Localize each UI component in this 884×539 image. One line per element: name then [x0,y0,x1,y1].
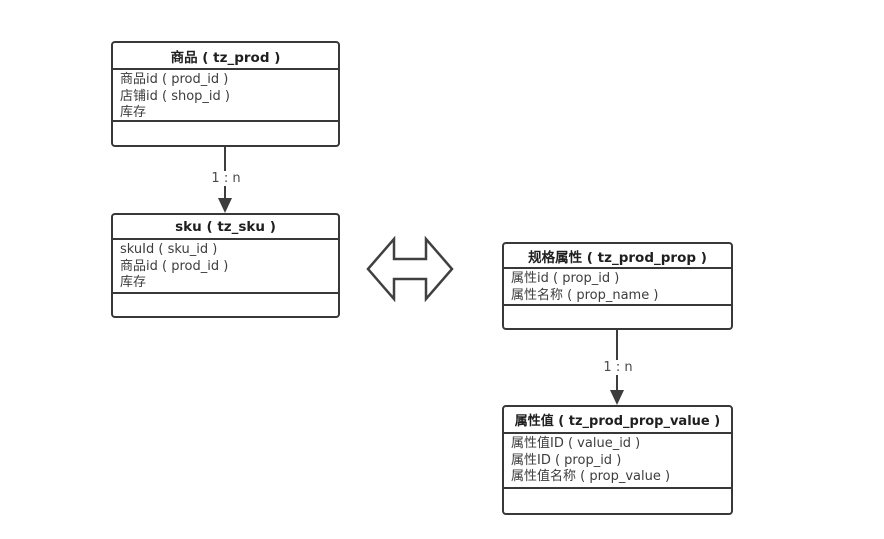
entity-fields: 属性id ( prop_id ) 属性名称 ( prop_name ) [504,267,731,306]
entity-title: 属性值 ( tz_prod_prop_value ) [514,414,721,429]
entity-field: 商品id ( prod_id ) [120,72,229,87]
entity-sku: sku ( tz_sku ) skuId ( sku_id ) 商品id ( p… [111,213,340,318]
entity-fields: skuId ( sku_id ) 商品id ( prod_id ) 库存 [113,238,338,294]
entity-empty-section [504,489,731,513]
arrow-down-icon [218,198,232,213]
entity-field: 属性id ( prop_id ) [511,271,620,286]
entity-field: 属性名称 ( prop_name ) [511,287,659,303]
entity-prod-prop: 规格属性 ( tz_prod_prop ) 属性id ( prop_id ) 属… [502,242,733,330]
entity-prod-prop-value: 属性值 ( tz_prod_prop_value ) 属性值ID ( value… [502,405,733,515]
entity-title: sku ( tz_sku ) [175,218,276,235]
entity-empty-section [113,122,338,145]
cardinality-label: 1 : n [208,171,244,186]
entity-empty-section [504,306,731,328]
entity-empty-section [113,294,338,316]
entity-field: 商品id ( prod_id ) [120,258,229,274]
entity-field: 属性值名称 ( prop_value ) [511,469,671,484]
entity-fields: 商品id ( prod_id ) 店铺id ( shop_id ) 库存 [113,68,338,122]
entity-field: 库存 [120,275,147,290]
entity-field: 属性值ID ( value_id ) [511,436,641,451]
entity-title: 商品 ( tz_prod ) [170,49,281,66]
arrow-down-icon [610,390,624,405]
entity-field: 库存 [120,105,147,120]
entity-prod: 商品 ( tz_prod ) 商品id ( prod_id ) 店铺id ( s… [111,41,340,147]
entity-field: skuId ( sku_id ) [120,242,218,257]
entity-field: 属性ID ( prop_id ) [511,452,622,468]
entity-field: 店铺id ( shop_id ) [120,88,230,104]
entity-fields: 属性值ID ( value_id ) 属性ID ( prop_id ) 属性值名… [504,432,731,489]
entity-title: 规格属性 ( tz_prod_prop ) [528,249,707,266]
cardinality-label: 1 : n [600,360,636,375]
bidirectional-arrow-icon [366,236,454,302]
